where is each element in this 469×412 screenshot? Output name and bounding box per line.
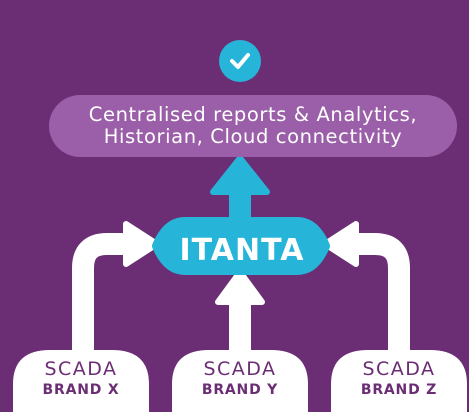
scada-brand: BRAND Y <box>201 382 279 398</box>
hub-label: ITANTA <box>179 232 305 268</box>
result-box: Centralised reports & Analytics, Histori… <box>49 95 457 157</box>
result-line-2: Historian, Cloud connectivity <box>103 125 403 148</box>
scada-node-x: SCADA BRAND X <box>13 348 149 412</box>
connector-left <box>72 233 140 360</box>
scada-bubble-z <box>331 350 467 412</box>
connector-right <box>342 233 410 360</box>
scada-brand: BRAND Z <box>360 382 438 398</box>
scada-bubble-y <box>172 350 308 412</box>
arrowhead-right <box>322 221 359 267</box>
scada-brand: BRAND X <box>42 382 120 398</box>
scada-bubble-x <box>13 350 149 412</box>
scada-title: SCADA <box>203 358 277 380</box>
scada-title: SCADA <box>362 358 436 380</box>
hub-shape <box>152 217 330 275</box>
arrowhead-up <box>210 155 270 195</box>
scada-node-z: SCADA BRAND Z <box>331 348 467 412</box>
scada-node-y: SCADA BRAND Y <box>172 348 308 412</box>
scada-title: SCADA <box>44 358 118 380</box>
arrowhead-middle <box>215 269 265 305</box>
checkmark-icon <box>219 40 261 82</box>
result-line-1: Centralised reports & Analytics, <box>88 103 418 126</box>
arrowhead-left <box>123 221 160 267</box>
